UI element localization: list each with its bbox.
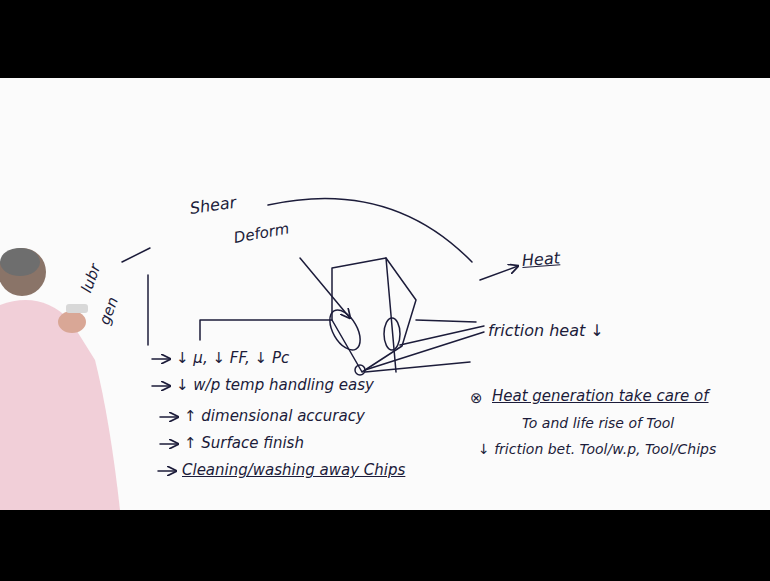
top-bar bbox=[0, 0, 770, 78]
list-arrow bbox=[160, 416, 178, 418]
handwritten-note: ↑ dimensional accuracy bbox=[184, 408, 365, 425]
tool-outline bbox=[332, 258, 416, 372]
lecturer-figure bbox=[0, 248, 120, 510]
leader-line bbox=[416, 320, 476, 322]
cutting-sketch bbox=[122, 198, 518, 471]
list-arrow bbox=[160, 443, 178, 445]
tool-tip bbox=[355, 365, 365, 375]
bracket-line bbox=[147, 275, 149, 345]
list-arrow bbox=[158, 470, 176, 472]
handwritten-note: ↓ w/p temp handling easy bbox=[176, 377, 374, 394]
workpiece-line bbox=[200, 320, 332, 340]
handwritten-note: ↓ μ, ↓ FF, ↓ Pc bbox=[176, 350, 289, 367]
leader-line bbox=[365, 362, 470, 372]
list-arrow bbox=[152, 358, 170, 360]
handwritten-note: To and life rise of Tool bbox=[522, 416, 674, 431]
leader-arrow bbox=[300, 258, 350, 318]
heat-arc bbox=[268, 198, 472, 262]
handwritten-note: Heat generation take care of bbox=[492, 388, 709, 405]
handwritten-note: Cleaning/washing away Chips bbox=[182, 462, 405, 479]
bracket-line bbox=[122, 248, 150, 262]
contact-zone bbox=[384, 318, 400, 350]
heat-arrow bbox=[480, 266, 518, 280]
handwritten-note: ⊗ bbox=[470, 390, 483, 407]
handwritten-note: ↑ Surface finish bbox=[184, 435, 304, 452]
handwritten-note: ↓ friction bet. Tool/w.p, Tool/Chips bbox=[478, 442, 716, 457]
handwritten-note: Heat bbox=[521, 249, 560, 269]
leader-line bbox=[400, 326, 484, 345]
whiteboard bbox=[0, 78, 770, 510]
tool-edge bbox=[386, 258, 396, 372]
bottom-bar bbox=[0, 510, 770, 581]
list-arrow bbox=[152, 385, 170, 387]
handwritten-note: friction heat ↓ bbox=[488, 322, 604, 340]
leader-line bbox=[365, 332, 484, 370]
